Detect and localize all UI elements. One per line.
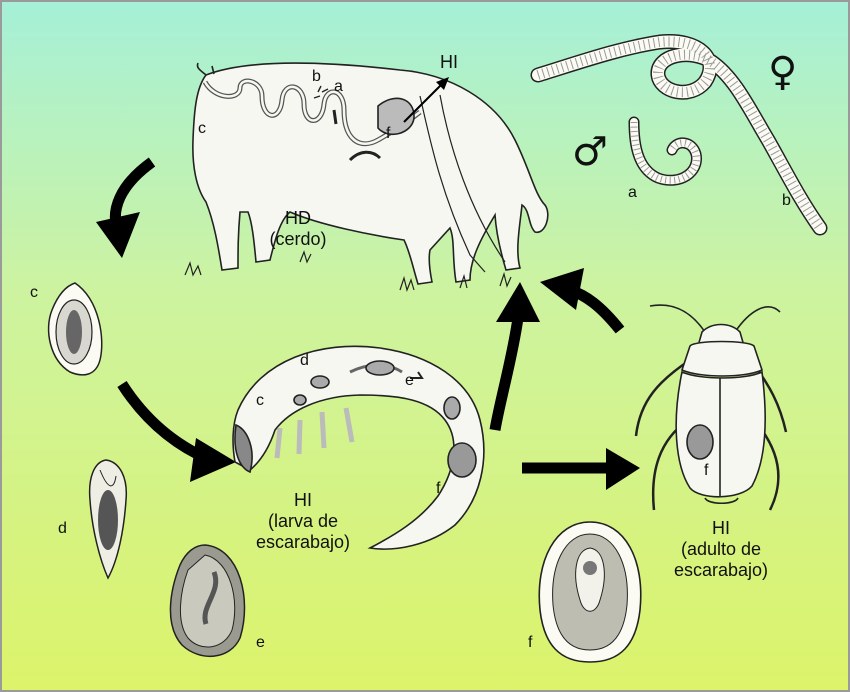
cycle-arrowheads (96, 212, 640, 490)
male-symbol-icon: ♂ (572, 129, 608, 175)
stage-letter-d: d (58, 520, 67, 537)
stage-letter-c: c (30, 284, 38, 301)
male-worm (628, 116, 702, 186)
adult-label-line3: escarabajo) (673, 560, 769, 580)
stage-letter-f: f (528, 634, 533, 651)
adult-label: HI (adulto de escarabajo) (656, 518, 786, 581)
larva-label-line1: HI (294, 490, 312, 510)
adult-label-line2: (adulto de (680, 539, 762, 559)
hi-exit-arrowhead (436, 77, 449, 90)
stage-f (538, 521, 642, 663)
stage-letter-e: e (256, 634, 265, 651)
larva-letter-f: f (436, 480, 441, 497)
adult-beetle (634, 304, 788, 511)
pig-letter-a: a (334, 78, 343, 95)
beetle-larva (232, 345, 485, 550)
female-worm (530, 34, 828, 236)
pig-illustration (184, 62, 549, 292)
egg-stage-c (47, 282, 103, 376)
female-symbol-icon: ♀ (768, 49, 798, 95)
pig-label: HD (cerdo) (258, 208, 338, 250)
hi-exit-label: HI (440, 52, 458, 72)
beetle-letter-f: f (704, 462, 709, 479)
pig-letter-f: f (386, 125, 391, 142)
larva-label-line3: escarabajo) (255, 532, 351, 552)
pig-letter-c: c (198, 120, 206, 137)
male-worm-letter: a (628, 184, 637, 201)
larva-letter-c: c (256, 392, 264, 409)
larva-letter-e: e (405, 372, 414, 389)
pig-label-name: (cerdo) (269, 229, 327, 249)
hi-exit-arrow-line (403, 81, 445, 123)
stage-d (88, 459, 128, 580)
larva-letter-d: d (300, 352, 309, 369)
pig-letter-b: b (312, 68, 321, 85)
adult-label-line1: HI (712, 518, 730, 538)
stage-e (169, 544, 246, 658)
arrow-larva-to-pig (489, 317, 524, 431)
pig-label-code: HD (285, 208, 311, 228)
larva-label-line2: (larva de (267, 511, 339, 531)
larva-label: HI (larva de escarabajo) (238, 490, 368, 553)
female-worm-letter: b (782, 192, 791, 209)
